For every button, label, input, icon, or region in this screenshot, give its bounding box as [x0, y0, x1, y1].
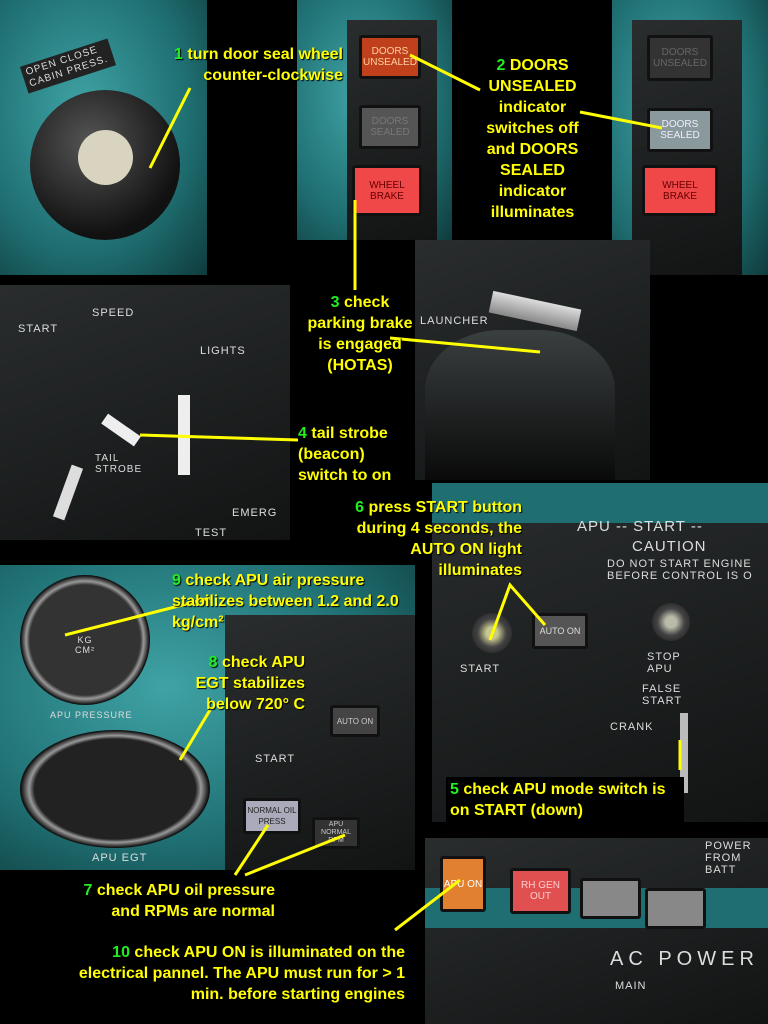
- photo-ac-power-panel: POWER FROM BATT APU ON RH GEN OUT AC POW…: [425, 838, 768, 1024]
- launcher-label: LAUNCHER: [420, 315, 489, 327]
- photo-hotas-parking-brake: LAUNCHER: [415, 240, 650, 480]
- test-label: TEST: [195, 527, 228, 539]
- apu-egt-label: APU EGT: [92, 852, 148, 864]
- stop-apu-button[interactable]: [652, 603, 690, 641]
- start-label: START: [18, 323, 59, 335]
- step-1-note: 1 turn door seal wheel counter-clockwise: [174, 46, 343, 84]
- main-label: MAIN: [615, 980, 647, 992]
- apu-pressure-label: APU PRESSURE: [50, 710, 133, 720]
- door-seal-wheel[interactable]: [30, 90, 180, 240]
- ac-power-label: AC POWER: [610, 948, 759, 970]
- toggle-switch[interactable]: [52, 464, 84, 521]
- step-2-note: 2 DOORS UNSEALED indicator switches off …: [486, 57, 579, 221]
- doors-unsealed-indicator-off: DOORS UNSEALED: [647, 35, 713, 81]
- start-label: START: [460, 663, 501, 675]
- step-4-note: 4 tail strobe (beacon) switch to on: [298, 425, 392, 484]
- stop-apu-label: STOP APU: [647, 651, 681, 675]
- indicator-blank: [645, 888, 706, 929]
- doors-sealed-indicator: DOORS SEALED: [359, 105, 421, 149]
- apu-egt-gauge: [20, 730, 210, 848]
- step-7-note: 7 check APU oil pressure and RPMs are no…: [83, 882, 275, 920]
- normal-oil-press-indicator: NORMAL OIL PRESS: [243, 798, 301, 834]
- step-10-note: 10 check APU ON is illuminated on the el…: [78, 944, 405, 1003]
- apu-on-indicator: APU ON: [440, 856, 486, 912]
- step-8-note: 8 check APU EGT stabilizes below 720° C: [195, 654, 305, 713]
- photo-doors-panel-after: DOORS UNSEALED DOORS SEALED WHEEL BRAKE: [612, 0, 768, 275]
- auto-on-indicator: AUTO ON: [330, 705, 380, 737]
- toggle-switch[interactable]: [178, 395, 190, 475]
- doors-sealed-indicator-on: DOORS SEALED: [647, 108, 713, 152]
- step-5-note: 5 check APU mode switch is on START (dow…: [446, 777, 684, 823]
- step-9-note: 9 check APU air pressure stabilizes betw…: [172, 572, 399, 631]
- tail-strobe-switch[interactable]: [101, 413, 141, 447]
- photo-apu-start-panel: APU -- START -- CAUTION DO NOT START ENG…: [432, 483, 768, 822]
- speed-label: SPEED: [92, 307, 135, 319]
- start-button[interactable]: [472, 613, 512, 653]
- apu-start-label: APU -- START --: [577, 518, 703, 535]
- step-3-note: 3 check parking brake is engaged (HOTAS): [307, 294, 413, 374]
- emerg-label: EMERG: [232, 507, 278, 519]
- crank-label: CRANK: [610, 721, 654, 733]
- power-from-batt-label: POWER FROM BATT: [705, 840, 752, 876]
- cabin-press-label: OPEN CLOSE CABIN PRESS.: [19, 38, 117, 94]
- wheel-brake-indicator: WHEEL BRAKE: [642, 165, 718, 216]
- false-start-label: FALSE START: [642, 683, 683, 707]
- caution-label: CAUTION: [632, 538, 707, 555]
- parking-brake-lever[interactable]: [488, 290, 582, 332]
- apu-normal-rpm-indicator: APU NORMAL RPM: [312, 817, 360, 849]
- tail-strobe-label: TAIL STROBE: [95, 453, 143, 475]
- caution-text: DO NOT START ENGINE BEFORE CONTROL IS O: [607, 558, 753, 582]
- lights-label: LIGHTS: [200, 345, 246, 357]
- rh-gen-out-indicator: RH GEN OUT: [510, 868, 571, 914]
- doors-unsealed-indicator: DOORS UNSEALED: [359, 35, 421, 79]
- photo-lights-switch-panel: START SPEED LIGHTS TAIL STROBE EMERG TES…: [0, 285, 290, 540]
- indicator-blank: [580, 878, 641, 919]
- apu-pressure-gauge: KG CM²: [20, 575, 150, 705]
- step-6-note: 6 press START button during 4 seconds, t…: [355, 499, 522, 579]
- photo-doors-panel-before: DOORS UNSEALED DOORS SEALED WHEEL BRAKE: [297, 0, 452, 240]
- apu-mode-switch[interactable]: [680, 713, 688, 793]
- auto-on-indicator: AUTO ON: [532, 613, 588, 649]
- wheel-brake-indicator: WHEEL BRAKE: [352, 165, 422, 216]
- photo-door-seal-wheel: OPEN CLOSE CABIN PRESS.: [0, 0, 207, 275]
- start-label: START: [255, 753, 296, 765]
